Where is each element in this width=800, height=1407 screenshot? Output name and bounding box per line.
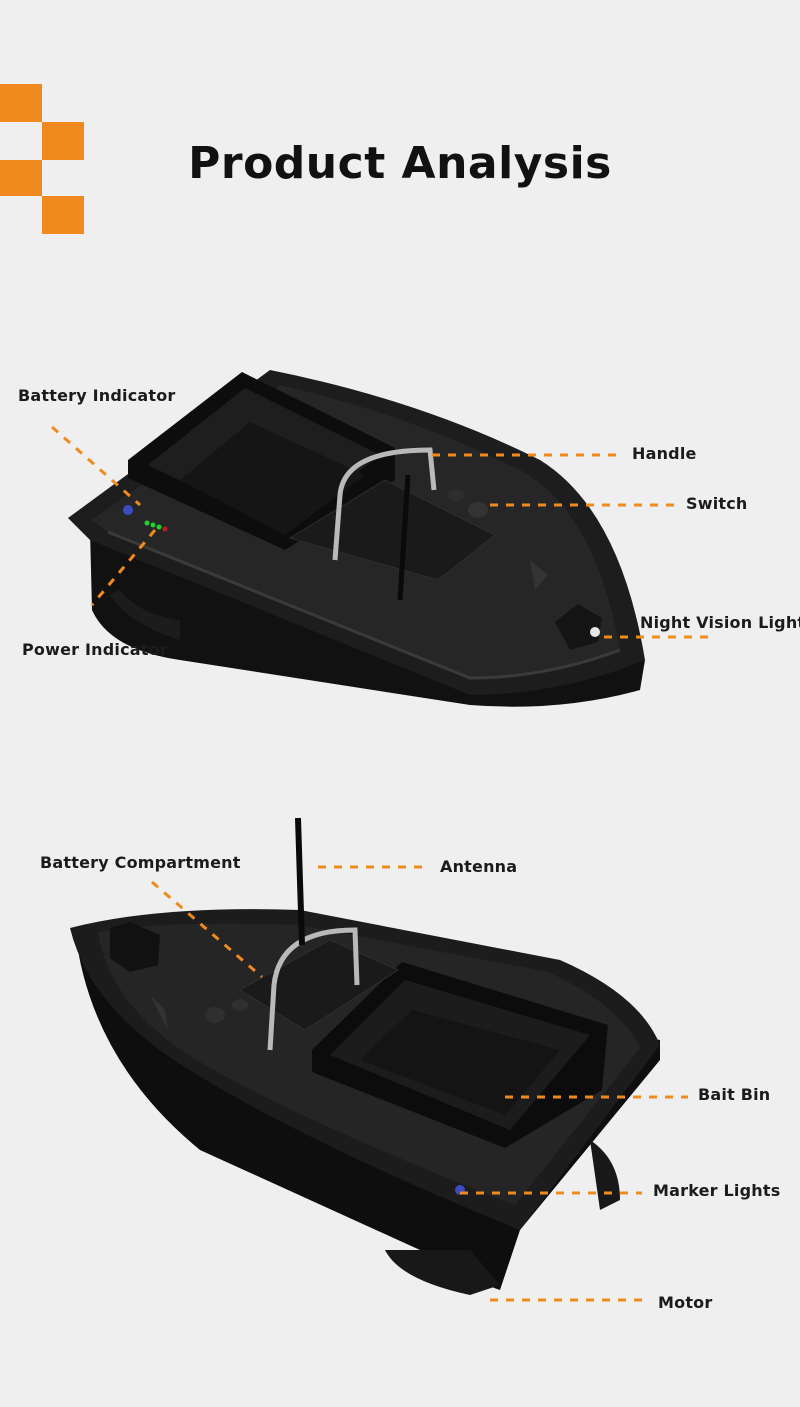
top-boat-illustration — [0, 360, 800, 720]
orange-block-4 — [42, 196, 84, 234]
orange-block-2 — [42, 122, 84, 160]
page-title: Product Analysis — [188, 138, 612, 189]
orange-block-1 — [0, 84, 42, 122]
bottom-callout-lines — [151, 865, 688, 1302]
orange-block-3 — [0, 160, 42, 196]
label-power-indicator: Power Indicator — [22, 640, 168, 659]
label-bait-bin: Bait Bin — [698, 1085, 771, 1104]
label-motor: Motor — [658, 1293, 713, 1312]
label-marker-lights: Marker Lights — [653, 1181, 781, 1200]
label-night-vision-light: Night Vision Light — [640, 613, 800, 632]
bottom-boat-illustration — [0, 810, 800, 1330]
label-battery-compartment: Battery Compartment — [40, 853, 241, 872]
label-battery-indicator: Battery Indicator — [18, 386, 176, 405]
label-switch: Switch — [686, 494, 748, 513]
label-antenna: Antenna — [440, 857, 518, 876]
label-handle: Handle — [632, 444, 697, 463]
top-callout-lines — [51, 425, 712, 639]
